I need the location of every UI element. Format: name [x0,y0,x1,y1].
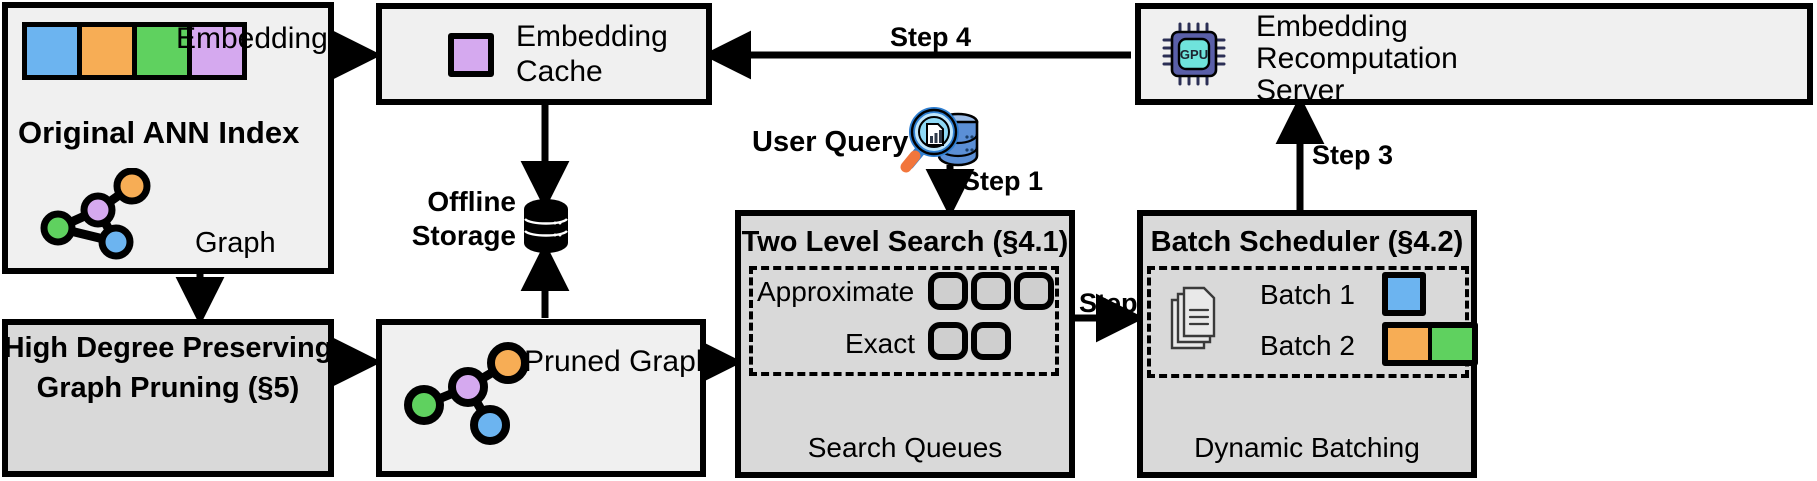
embedding-cache-chip-icon [448,33,494,77]
exact-slot[interactable] [928,322,968,360]
magnifier-database-icon [900,107,979,173]
step3-label: Step 3 [1312,140,1394,170]
step4-label: Step 4 [890,22,972,52]
offline-storage-label-line2: Storage [411,220,516,251]
gpu-chip-icon: GPU [1162,22,1226,86]
embedding-cell-blue [27,27,82,75]
batch-2-chip-orange [1388,328,1432,360]
search-queues-group [749,266,1059,376]
graph-pruning-title-line1: High Degree Preserving [3,332,333,364]
two-level-search-title: Two Level Search (§4.1) [741,226,1069,258]
recomputation-server-line2: Recomputation [1256,42,1458,75]
graph-pruning-box [2,319,334,477]
exact-slot[interactable] [971,322,1011,360]
recomputation-server-line1: Embedding [1256,10,1408,43]
offline-storage-label-line1: Offline [427,186,516,217]
search-queues-footer: Search Queues [807,432,1003,463]
embedding-cell-purple [192,27,242,75]
ann-graph-icon [40,168,151,260]
graph-pruning-title-line2: Graph Pruning (§5) [36,372,300,404]
embedding-vector-icon [22,22,247,80]
approximate-slot-row [928,272,1054,310]
batch-scheduler-title: Batch Scheduler (§4.2) [1150,226,1464,258]
documents-stack-icon [1170,286,1216,350]
exact-slot-row [928,322,1011,360]
step1-label: Step 1 [962,166,1044,196]
batch-2-label: Batch 2 [1260,330,1355,361]
recomputation-server-box [1135,3,1813,105]
embedding-cache-label-line1: Embedding [516,20,668,53]
recomputation-server-line3: Server [1256,74,1345,107]
embedding-cell-green [137,27,192,75]
embedding-cell-orange [82,27,137,75]
approximate-slot[interactable] [971,272,1011,310]
graph-label: Graph [195,227,276,259]
embedding-cache-label-line2: Cache [516,55,603,88]
embedding-cache-box [376,3,712,105]
exact-row-label: Exact [845,328,916,359]
pruned-graph-icon [404,342,529,445]
two-level-search-box [735,210,1075,478]
approximate-row-label: Approximate [757,276,915,307]
gpu-icon-text: GPU [1180,47,1208,62]
dynamic-batching-footer: Dynamic Batching [1194,432,1420,463]
batch-2-chip-green [1432,328,1472,360]
database-cylinder-icon [524,199,568,253]
approximate-slot[interactable] [1014,272,1054,310]
batch-1-label: Batch 1 [1260,279,1355,310]
embedding-label: Embedding [176,22,328,55]
original-ann-index-title: Original ANN Index [18,115,300,150]
user-query-label: User Query [752,126,909,158]
batch-2-chip-group [1382,322,1478,366]
approximate-slot[interactable] [928,272,968,310]
pruned-graph-label: Pruned Graph [524,345,713,378]
batch-1-chip-blue [1382,272,1426,316]
